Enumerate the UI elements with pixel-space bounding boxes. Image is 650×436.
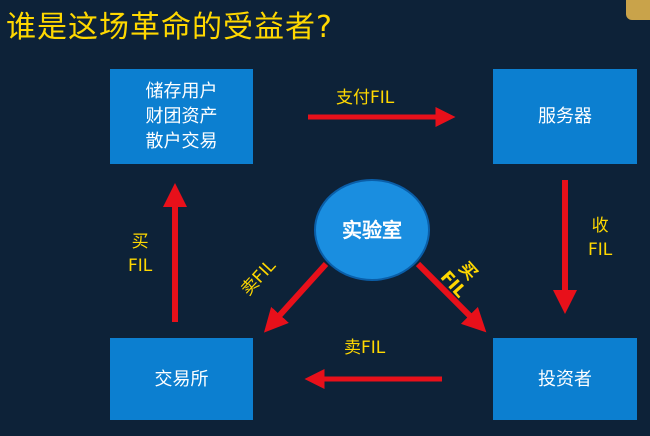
node-server-label: 服务器 — [538, 106, 592, 127]
arrow-sell-left — [263, 261, 329, 333]
edge-label-buy-line-1: 买 — [131, 232, 149, 252]
arrow-buy-right — [415, 261, 487, 333]
edge-label-buy: 买 FIL — [128, 230, 152, 278]
node-exchange-label: 交易所 — [154, 368, 209, 390]
lab-node — [314, 179, 430, 281]
node-users: 储存用户 财团资产 散户交易 — [110, 69, 253, 164]
edge-label-receive-line-1: 收 — [591, 216, 609, 236]
node-users-line-3: 散户交易 — [145, 131, 218, 152]
node-users-line-2: 财团资产 — [145, 106, 218, 127]
edge-label-receive-line-2: FIL — [588, 240, 613, 260]
edge-label-sell-bottom: 卖FIL — [344, 338, 386, 358]
node-investor: 投资者 — [493, 338, 637, 420]
node-investor-label: 投资者 — [538, 368, 592, 390]
page-title: 谁是这场革命的受益者? — [6, 10, 333, 45]
node-users-line-1: 储存用户 — [145, 81, 218, 102]
lab-label: 实验室 — [342, 218, 402, 242]
node-exchange: 交易所 — [110, 338, 253, 420]
edge-label-buy-line-2: FIL — [128, 256, 153, 276]
logo-icon — [626, 0, 650, 20]
node-server: 服务器 — [493, 69, 637, 164]
edge-label-pay: 支付FIL — [336, 88, 395, 108]
edge-label-receive: 收 FIL — [588, 214, 612, 262]
